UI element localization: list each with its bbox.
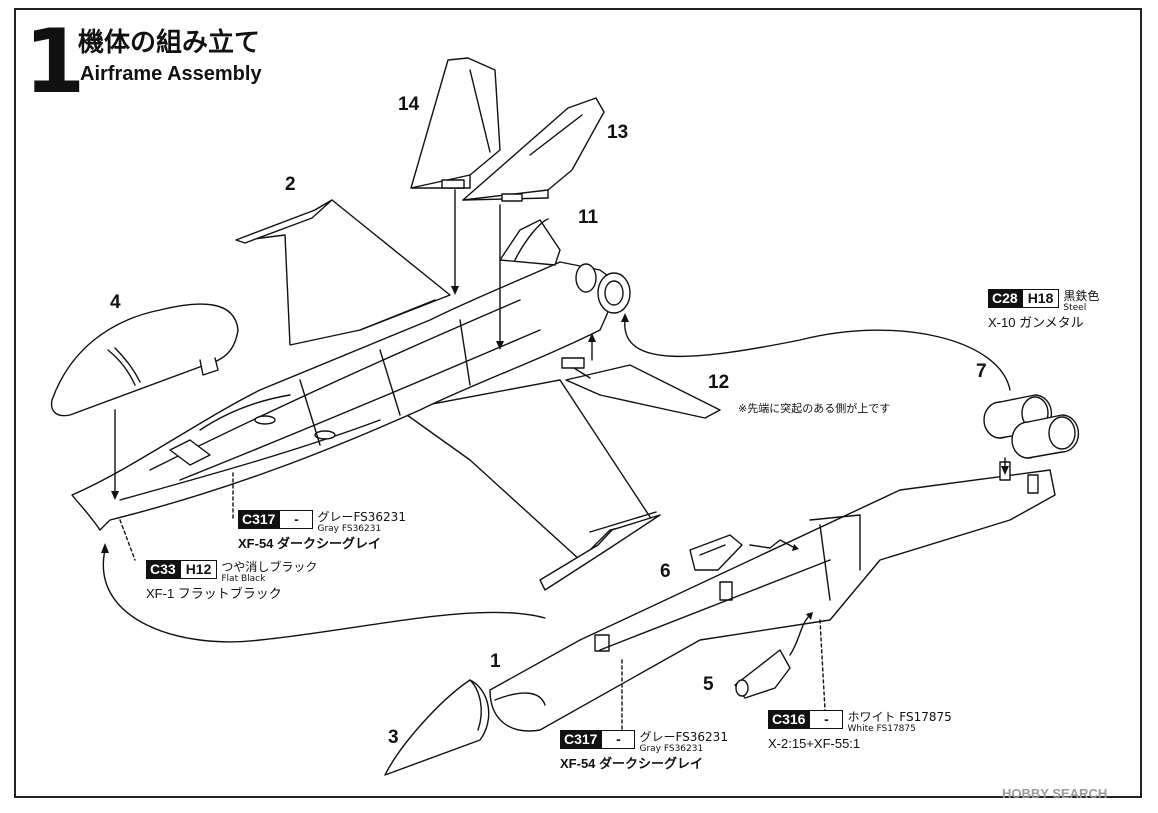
color-name-en: Steel <box>1063 303 1087 313</box>
paint-callout-flat-black: C33 H12 つや消しブラック Flat Black XF-1 フラットブラッ… <box>146 560 317 602</box>
paint-code-alt: - <box>809 710 844 729</box>
color-name-en: Gray FS36231 <box>317 524 382 534</box>
paint-code-alt: H18 <box>1021 289 1060 308</box>
color-name-en: White FS17875 <box>847 724 916 734</box>
paint-mix: X-10 ガンメタル <box>988 315 1084 330</box>
part-label-14: 14 <box>398 94 420 115</box>
step-number: 1 <box>24 10 85 113</box>
part-7-exhausts <box>983 394 1080 459</box>
part-13-tail <box>462 97 605 202</box>
paint-code: C33 <box>146 560 180 579</box>
paint-code: C28 <box>988 289 1022 308</box>
instruction-frame <box>14 8 1142 798</box>
part-label-2: 2 <box>285 174 296 195</box>
color-name-en: Flat Black <box>221 574 266 584</box>
arrowheads <box>101 286 1009 620</box>
part-12-stabilizer <box>561 357 721 419</box>
part-6-intake <box>689 534 743 571</box>
step-title-en: Airframe Assembly <box>80 63 262 85</box>
paint-code: C317 <box>238 510 280 529</box>
paint-code-alt: - <box>601 730 636 749</box>
part-label-12: 12 <box>708 372 730 393</box>
assembled-aircraft <box>71 199 661 591</box>
paint-mix: XF-54 ダークシーグレイ <box>238 536 382 551</box>
step-title-ja: 機体の組み立て <box>78 28 261 58</box>
paint-mix: X-2:15+XF-55:1 <box>768 736 861 751</box>
color-name-en: Gray FS36231 <box>639 744 704 754</box>
part-label-6: 6 <box>660 561 671 582</box>
part-label-13: 13 <box>607 122 629 143</box>
part-label-3: 3 <box>388 727 399 748</box>
part-label-5: 5 <box>703 674 714 695</box>
part-label-11: 11 <box>578 207 599 228</box>
color-name-ja: グレーFS36231 <box>317 510 406 524</box>
part-5-part <box>734 649 791 699</box>
part-label-1: 1 <box>490 651 501 672</box>
part-3-nosecone <box>384 679 490 776</box>
part-label-4: 4 <box>110 292 121 313</box>
part-label-7: 7 <box>976 361 987 382</box>
paint-callout-gray-lower: C317 - グレーFS36231 Gray FS36231 XF-54 ダーク… <box>560 730 728 772</box>
paint-code-alt: - <box>279 510 314 529</box>
color-name-ja: ホワイト FS17875 <box>847 710 952 724</box>
paint-mix: XF-1 フラットブラック <box>146 586 282 601</box>
color-name-ja: つや消しブラック <box>221 560 318 574</box>
paint-mix: XF-54 ダークシーグレイ <box>560 756 704 771</box>
paint-code: C316 <box>768 710 810 729</box>
watermark: HOBBY SEARCH <box>1002 786 1108 801</box>
paint-callout-steel: C28 H18 黒鉄色 Steel X-10 ガンメタル <box>988 289 1099 331</box>
paint-code: C317 <box>560 730 602 749</box>
color-name-ja: 黒鉄色 <box>1063 289 1100 303</box>
part-14-tail <box>410 57 501 189</box>
part-12-orientation-note: ※先端に突起のある側が上です <box>738 402 891 415</box>
paint-callout-white: C316 - ホワイト FS17875 White FS17875 X-2:15… <box>768 710 952 752</box>
part-4-canopy <box>50 303 239 417</box>
color-name-ja: グレーFS36231 <box>639 730 728 744</box>
paint-code-alt: H12 <box>179 560 218 579</box>
paint-callout-gray-upper: C317 - グレーFS36231 Gray FS36231 XF-54 ダーク… <box>238 510 406 552</box>
